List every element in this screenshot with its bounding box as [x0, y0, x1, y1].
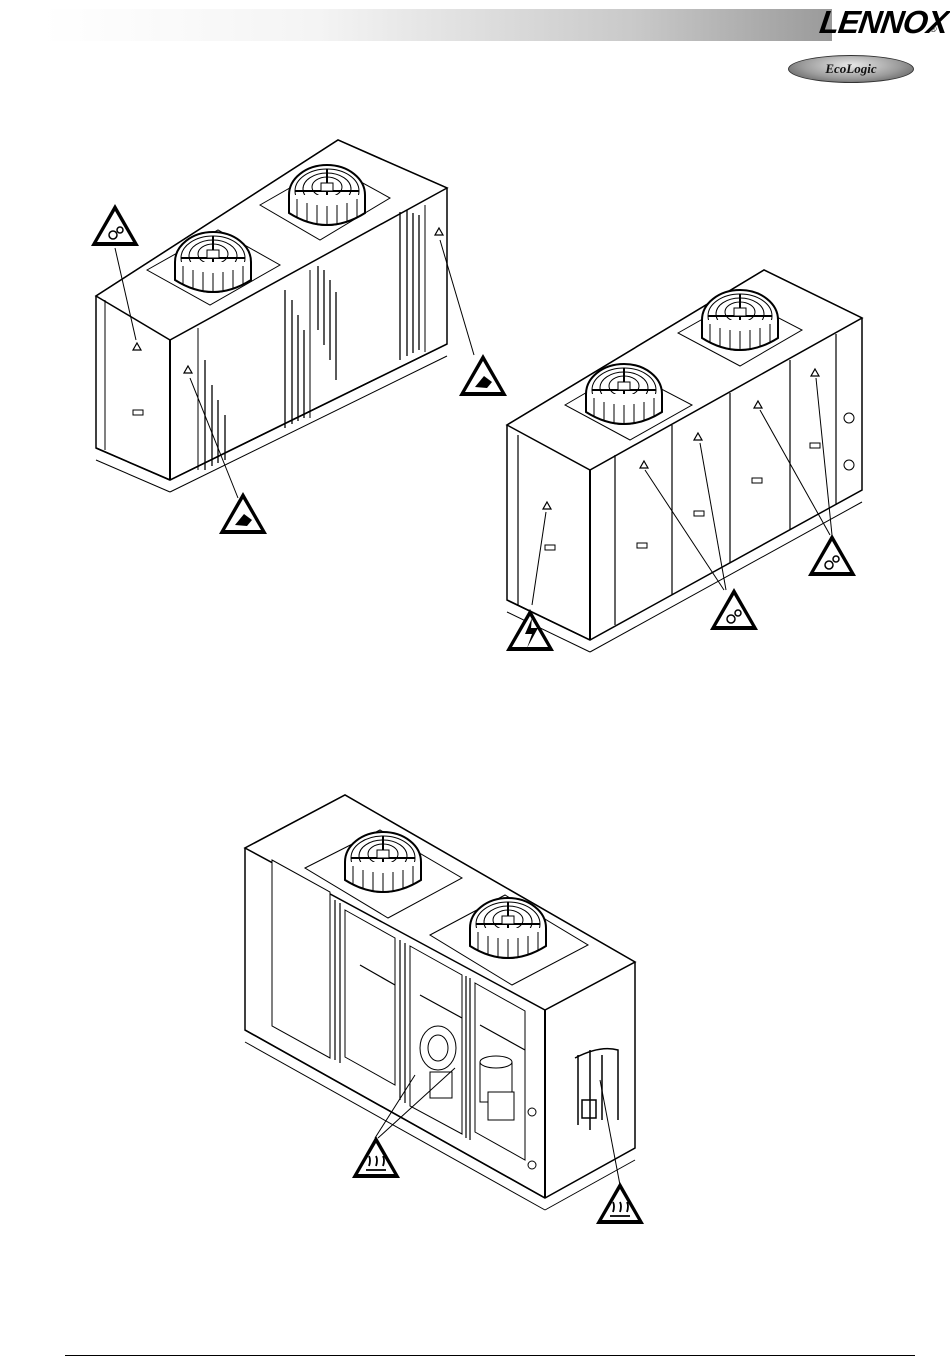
footer-rule	[65, 1355, 915, 1356]
unit-view-3	[245, 795, 644, 1224]
hand-crush-hazard-icon	[219, 492, 267, 534]
entanglement-hazard-icon	[808, 534, 856, 576]
hand-crush-hazard-icon	[459, 354, 507, 396]
entanglement-hazard-icon	[710, 588, 758, 630]
entanglement-hazard-icon	[91, 204, 139, 246]
unit-view-1	[91, 140, 507, 534]
unit-view-2	[506, 270, 862, 652]
